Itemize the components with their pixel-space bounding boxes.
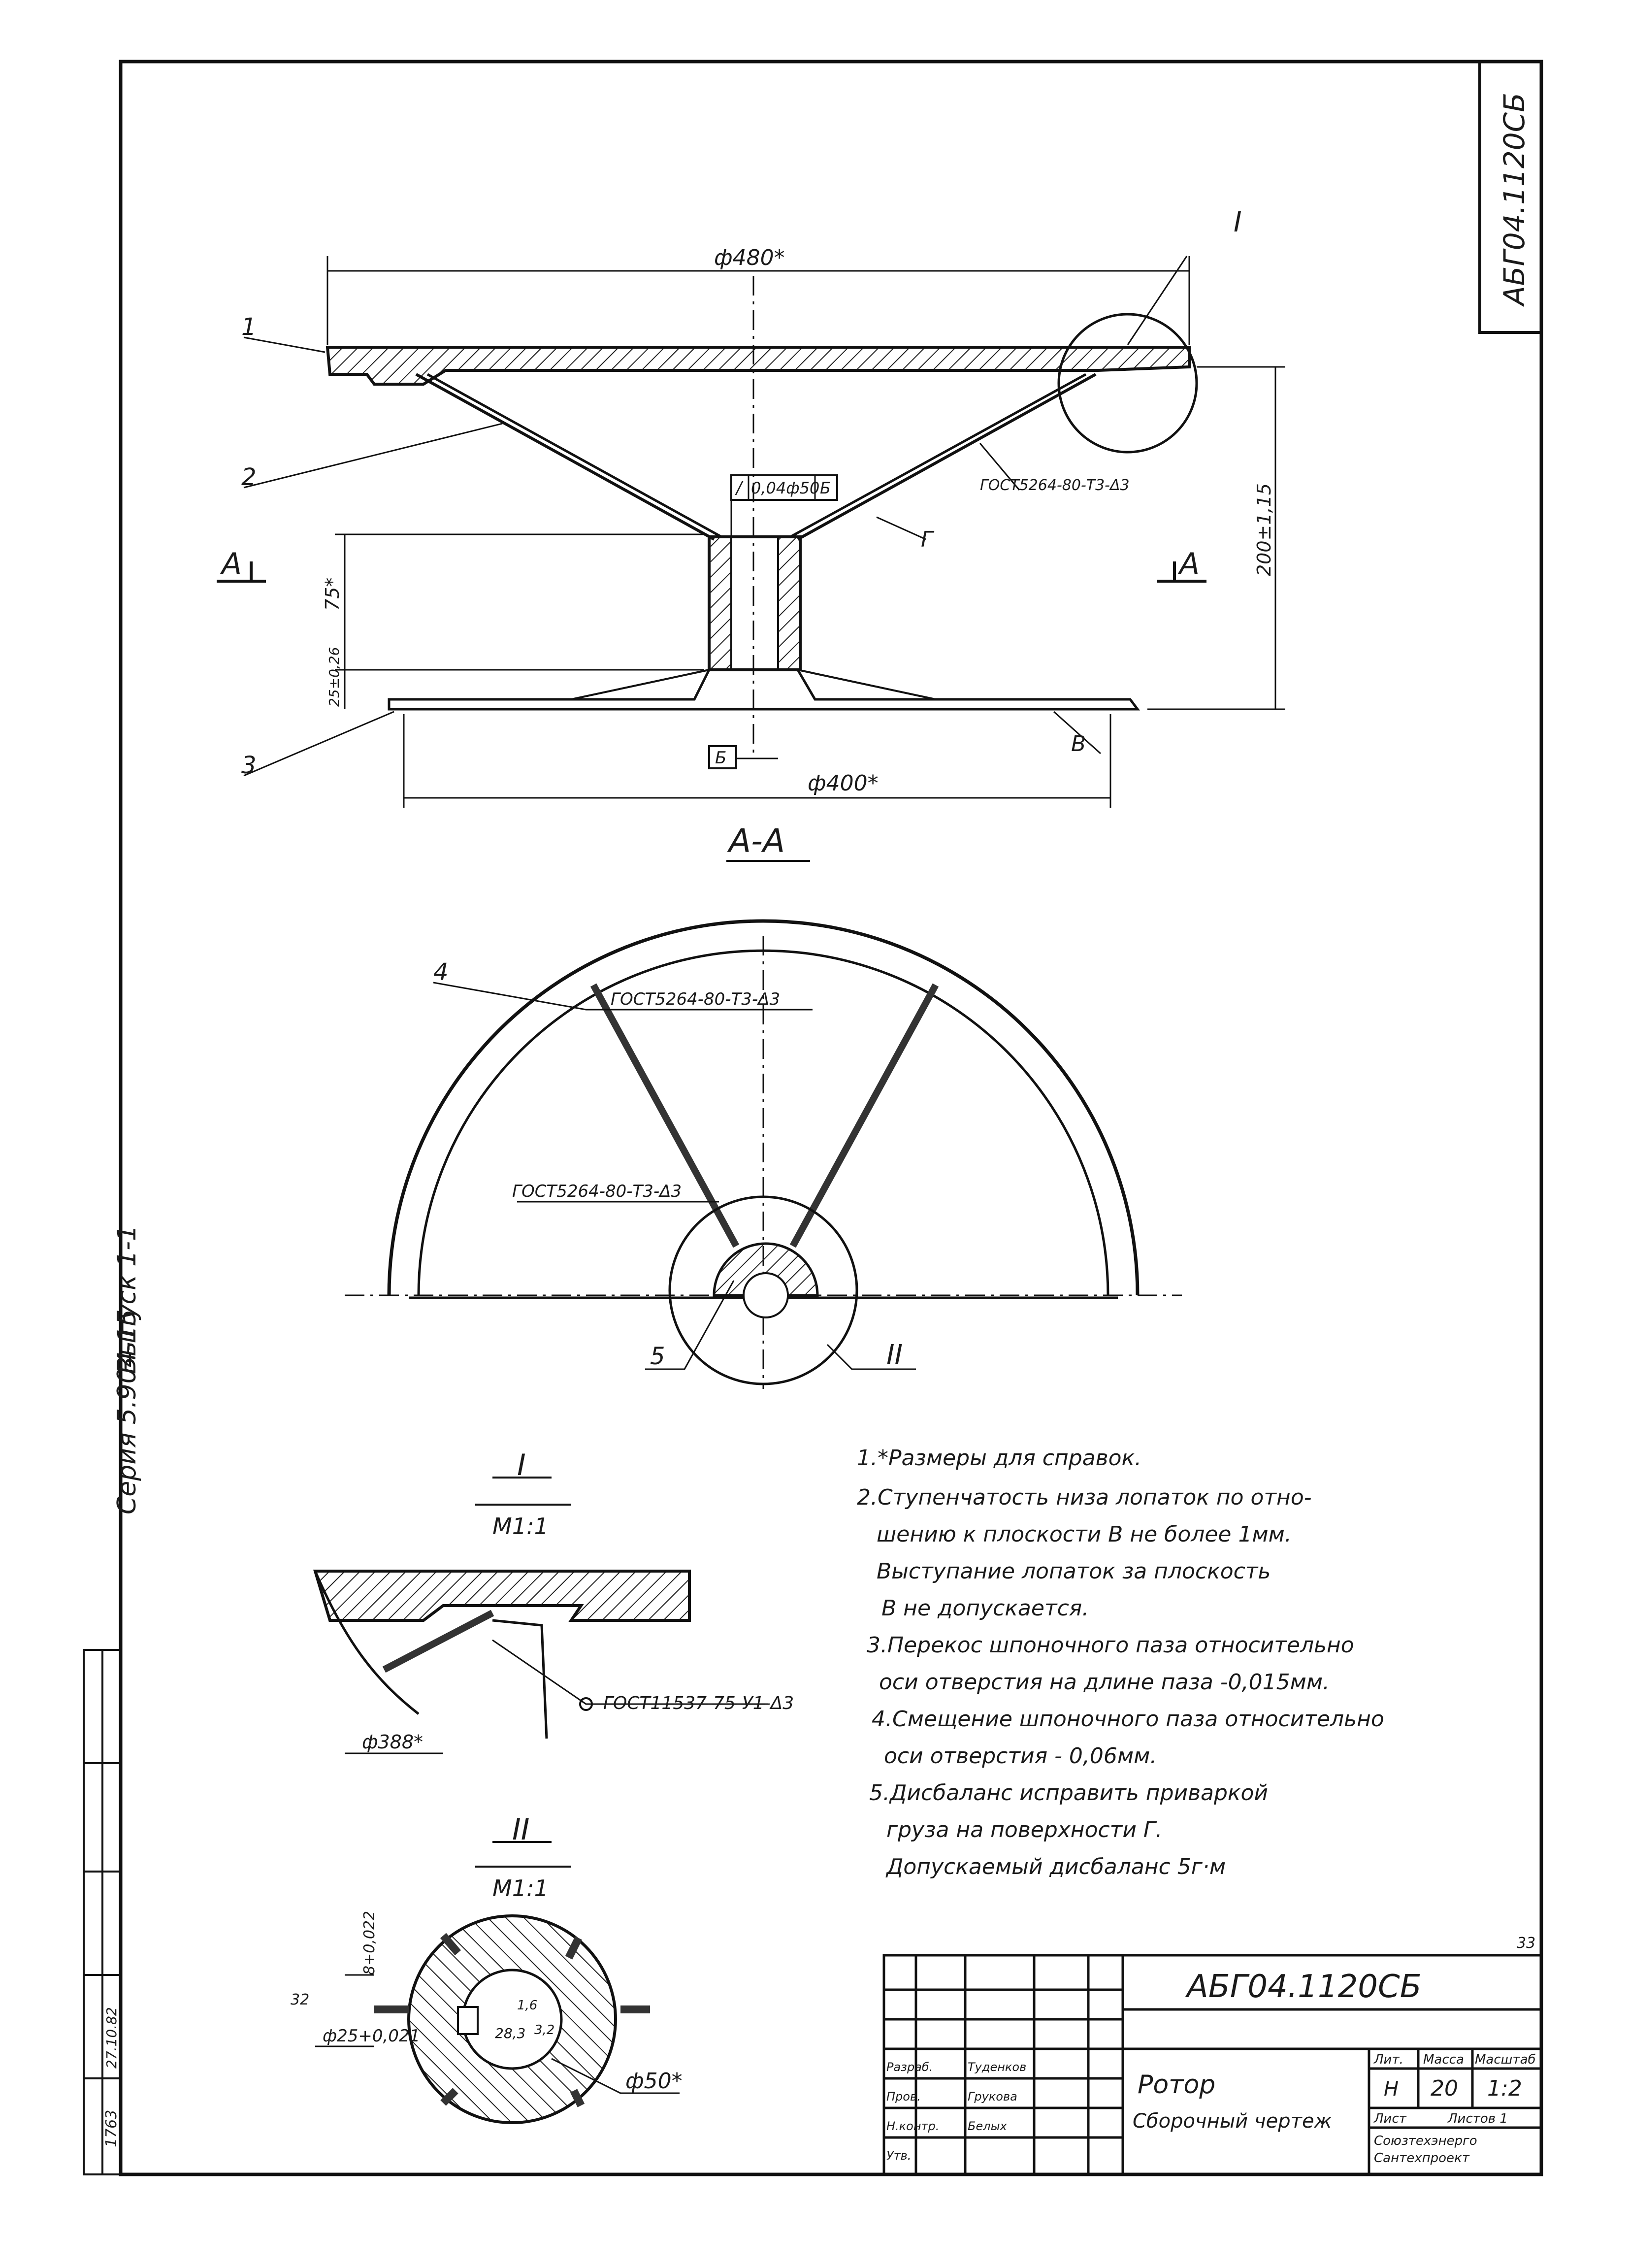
sheets-label: Листов 1 xyxy=(1447,2111,1508,2126)
note-line: 4.Смещение шпоночного паза относительно xyxy=(872,1707,1384,1732)
detail-2-title: II xyxy=(512,1812,529,1847)
detail-2-a: 1,6 xyxy=(517,1998,537,2013)
org-2: Сантехпроект xyxy=(1374,2151,1470,2166)
title-name: Ротор xyxy=(1138,2070,1215,2100)
dim-bottom: ф400* xyxy=(808,771,879,796)
section-view xyxy=(217,256,1285,808)
section-title: А-А xyxy=(727,822,785,860)
callout-2: 2 xyxy=(241,463,257,491)
side-code: АБГ04.1120СБ xyxy=(1498,93,1531,307)
page-number: 33 xyxy=(1517,1935,1535,1952)
note-line: оси отверстия на длине паза -0,015мм. xyxy=(879,1670,1330,1695)
name-2: Грукова xyxy=(968,2090,1017,2104)
plan-view xyxy=(345,919,1182,1389)
note-line: шению к плоскости В не более 1мм. xyxy=(877,1522,1292,1547)
sheet-label: Лист xyxy=(1373,2111,1407,2126)
surface-v: В xyxy=(1071,731,1086,756)
datum-b: Б xyxy=(715,748,726,768)
tol-datum: Б xyxy=(820,479,831,497)
scale-value: 1:2 xyxy=(1487,2076,1522,2101)
role-4: Утв. xyxy=(886,2149,911,2163)
role-1: Разраб. xyxy=(886,2060,933,2074)
detail-2-outer: ф50* xyxy=(625,2069,683,2094)
callout-3: 3 xyxy=(241,752,257,779)
title-block xyxy=(882,1954,1543,2176)
left-approval-strip xyxy=(83,1649,122,2175)
note-line: оси отверстия - 0,06мм. xyxy=(884,1743,1157,1769)
detail-ref-2: II xyxy=(886,1339,903,1371)
detail-2-scale: М1:1 xyxy=(492,1875,549,1902)
detail-2-inner: 28,3 xyxy=(495,2025,525,2041)
note-line: груза на поверхности Г. xyxy=(886,1817,1162,1842)
role-3: Н.контр. xyxy=(886,2119,939,2133)
callout-4: 4 xyxy=(433,958,449,986)
title-code: АБГ04.1120СБ xyxy=(1185,1969,1422,2005)
note-line: Выступание лопаток за плоскость xyxy=(877,1559,1271,1584)
weld-note-plan-top: ГОСТ5264-80-Т3-Δ3 xyxy=(611,989,780,1009)
left-strip-date: 27.10.82 xyxy=(103,2007,120,2069)
callout-5: 5 xyxy=(650,1343,665,1370)
dim-top: ф480* xyxy=(714,245,785,270)
surface-g: Г xyxy=(921,527,935,552)
detail-2-key: 8+0,022 xyxy=(361,1911,378,1975)
weld-note-plan-mid: ГОСТ5264-80-Т3-Δ3 xyxy=(512,1182,682,1201)
detail-1-view xyxy=(313,1477,768,1754)
detail-1-dim: ф388* xyxy=(362,1731,423,1753)
role-2: Пров. xyxy=(886,2090,921,2104)
dim-small: 25±0,26 xyxy=(326,647,342,707)
detail-2-bore: ф25+0,021 xyxy=(323,2026,420,2046)
detail-2-32: 32 xyxy=(291,1991,309,2008)
title-doc-type: Сборочный чертеж xyxy=(1133,2110,1332,2133)
dim-height: 200±1,15 xyxy=(1253,483,1275,576)
detail-2-view xyxy=(315,1841,680,2124)
lit-value: Н xyxy=(1384,2078,1399,2101)
detail-2-b: 3,2 xyxy=(534,2023,554,2038)
note-line: 3.Перекос шпоночного паза относительно xyxy=(867,1633,1354,1658)
org-1: Союзтехэнерго xyxy=(1374,2134,1477,2148)
note-line: 1.*Размеры для справок. xyxy=(857,1446,1141,1471)
cut-left: А xyxy=(220,547,242,581)
callout-1: 1 xyxy=(241,313,257,341)
technical-notes: 1.*Размеры для справок. 2.Ступенчатость … xyxy=(857,1446,1384,1879)
mass-value: 20 xyxy=(1431,2076,1458,2101)
col-lit: Лит. xyxy=(1373,2052,1403,2067)
detail-1-scale: М1:1 xyxy=(492,1513,549,1540)
left-strip-inv: 1763 xyxy=(103,2110,120,2147)
name-3: Белых xyxy=(968,2119,1008,2133)
issue-label: Выпуск 1-1 xyxy=(112,1225,142,1374)
detail-1-weld: ГОСТ11537-75-У1-Δ3 xyxy=(603,1693,794,1713)
weld-note-section: ГОСТ5264-80-Т3-Δ3 xyxy=(980,477,1130,494)
sheet-frame xyxy=(119,60,1543,2176)
tol-val: 0,04ф50 xyxy=(751,479,819,497)
detail-1-title: I xyxy=(517,1448,526,1482)
tol-sym: / xyxy=(735,478,744,498)
note-line: 5.Дисбаланс исправить приваркой xyxy=(869,1780,1268,1806)
note-line: Допускаемый дисбаланс 5г·м xyxy=(885,1854,1226,1879)
series-label: Серия 5.904-15 xyxy=(112,1309,142,1514)
note-line: В не допускается. xyxy=(881,1596,1089,1621)
detail-ref-1: I xyxy=(1234,206,1242,238)
col-scale: Масштаб xyxy=(1475,2052,1536,2067)
col-mass: Масса xyxy=(1423,2052,1464,2067)
dim-hub: 75* xyxy=(322,578,343,611)
cut-right: А xyxy=(1177,547,1200,581)
note-line: 2.Ступенчатость низа лопаток по отно- xyxy=(857,1485,1312,1510)
name-1: Туденков xyxy=(968,2060,1026,2074)
